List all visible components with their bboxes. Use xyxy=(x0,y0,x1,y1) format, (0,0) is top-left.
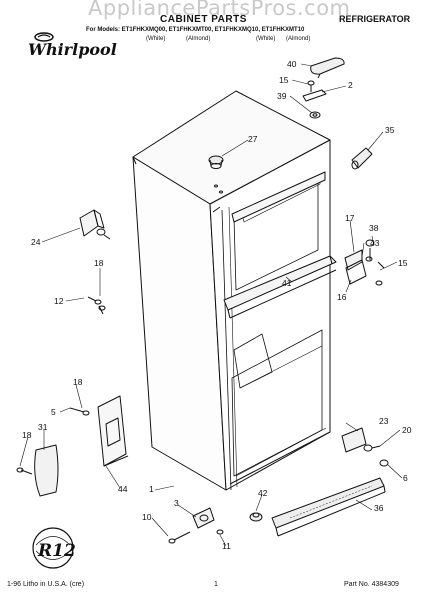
part-number: Part No. 4384309 xyxy=(344,581,399,588)
top-crossbar xyxy=(231,171,326,223)
page-number: 1 xyxy=(214,581,218,588)
callout-label: 15 xyxy=(279,75,289,85)
callout-label: 10 xyxy=(142,512,152,522)
leader-lines xyxy=(19,63,403,547)
callout-label: 17 xyxy=(345,213,355,223)
top-plug xyxy=(208,155,224,194)
lower-right-hinge xyxy=(341,427,389,467)
callout-label: 27 xyxy=(248,134,258,144)
callout-label: 44 xyxy=(118,484,128,494)
callout-label: 40 xyxy=(287,59,297,69)
diagram-title: CABINET PARTS xyxy=(160,14,247,25)
variant-label: (Almond) xyxy=(186,36,211,42)
r12-badge-text: R12 xyxy=(37,541,76,561)
callout-label: 23 xyxy=(379,416,389,426)
callout-label: 38 xyxy=(369,223,379,233)
callout-label: 18 xyxy=(73,377,83,387)
callout-label: 35 xyxy=(385,125,395,135)
callout-label: 3 xyxy=(174,498,179,508)
model-numbers: For Models: ET1FHKXMQ00, ET1FHKXMT00, ET… xyxy=(86,27,305,33)
print-info: 1-96 Litho in U.S.A. (cre) xyxy=(7,581,85,588)
callout-label: 16 xyxy=(337,292,347,302)
small-screws xyxy=(87,296,106,315)
base-grille xyxy=(271,477,386,537)
side-cover xyxy=(16,444,59,497)
appliance-category: REFRIGERATOR xyxy=(339,14,411,24)
callout-label: 11 xyxy=(222,541,231,551)
r12-badge: R12 xyxy=(32,527,76,569)
callout-label: 41 xyxy=(282,278,292,288)
callout-label: 18 xyxy=(22,430,32,440)
center-hinge xyxy=(344,239,383,286)
callout-label: 15 xyxy=(398,258,408,268)
door-stop-part xyxy=(351,147,373,170)
callout-label: 36 xyxy=(374,503,384,513)
callout-label: 5 xyxy=(51,407,56,417)
callout-label: 42 xyxy=(258,488,268,498)
left-bracket xyxy=(79,209,111,240)
callout-label: 6 xyxy=(403,473,408,483)
variant-label: (White) xyxy=(256,36,276,42)
top-hinge xyxy=(302,80,327,119)
callout-label: 1 xyxy=(149,484,154,494)
part-callouts: 40 15 2 39 27 35 24 17 38 43 15 18 41 12… xyxy=(22,59,412,551)
callout-label: 18 xyxy=(94,258,104,268)
variant-label: (White) xyxy=(146,36,166,42)
logo-swirl-icon xyxy=(34,32,54,42)
hinge-cover xyxy=(310,57,345,79)
callout-label: 31 xyxy=(38,422,48,432)
watermark-text: AppliancePartsPros.com xyxy=(88,0,351,20)
callout-label: 2 xyxy=(348,80,353,90)
callout-label: 24 xyxy=(31,237,41,247)
whirlpool-logo: Whirlpool xyxy=(28,32,117,59)
callout-label: 43 xyxy=(370,238,380,248)
variant-label: (Almond) xyxy=(286,36,311,42)
lower-front-hinge xyxy=(168,507,224,544)
callout-label: 20 xyxy=(402,425,412,435)
logo-text: Whirlpool xyxy=(28,40,117,59)
hinge-fasteners xyxy=(365,256,385,269)
lower-left-bracket xyxy=(69,395,129,467)
cabinet-body xyxy=(132,90,331,491)
callout-label: 39 xyxy=(277,91,287,101)
callout-label: 12 xyxy=(54,296,64,306)
leveling-foot xyxy=(249,512,263,522)
mullion-divider xyxy=(223,255,337,319)
